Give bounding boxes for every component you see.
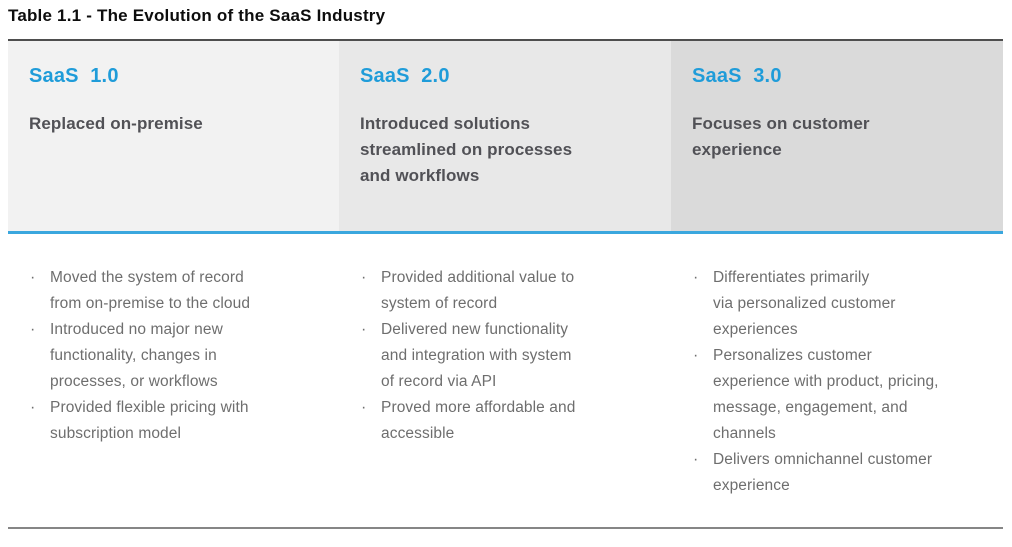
bullet-icon: · bbox=[361, 269, 367, 286]
bullet-list-saas-2-0: · Provided additional value to system of… bbox=[339, 234, 671, 527]
bullet-icon: · bbox=[30, 399, 36, 416]
bullet-text: Delivered new functionality and integrat… bbox=[381, 321, 572, 390]
list-item: · Delivered new functionality and integr… bbox=[361, 317, 665, 395]
header-cell-saas-2-0: SaaS 2.0 Introduced solutions streamline… bbox=[339, 41, 671, 231]
version-label-saas-2-0: SaaS 2.0 bbox=[360, 65, 450, 87]
saas-evolution-table: SaaS 1.0 Replaced on-premise SaaS 2.0 In… bbox=[8, 39, 1003, 529]
list-item: · Provided additional value to system of… bbox=[361, 265, 665, 317]
document-page: Table 1.1 - The Evolution of the SaaS In… bbox=[8, 6, 1003, 529]
column-subtitle-saas-2-0: Introduced solutions streamlined on proc… bbox=[360, 114, 573, 185]
table-header-row: SaaS 1.0 Replaced on-premise SaaS 2.0 In… bbox=[8, 41, 1003, 234]
table-body-row: · Moved the system of record from on-pre… bbox=[8, 234, 1003, 527]
bullet-text: Differentiates primarily via personalize… bbox=[713, 269, 896, 338]
list-item: · Proved more affordable and accessible bbox=[361, 395, 665, 447]
column-subtitle-saas-3-0: Focuses on customer experience bbox=[692, 114, 870, 159]
bullet-text: Provided flexible pricing with subscript… bbox=[50, 399, 249, 442]
bullet-icon: · bbox=[693, 347, 699, 364]
table-caption: Table 1.1 - The Evolution of the SaaS In… bbox=[8, 6, 386, 25]
list-item: · Personalizes customer experience with … bbox=[693, 343, 997, 447]
list-item: · Delivers omnichannel customer experien… bbox=[693, 447, 997, 499]
list-item: · Differentiates primarily via personali… bbox=[693, 265, 997, 343]
bullet-icon: · bbox=[361, 321, 367, 338]
bullet-text: Delivers omnichannel customer experience bbox=[713, 451, 933, 494]
bullet-text: Provided additional value to system of r… bbox=[381, 269, 575, 312]
bullet-icon: · bbox=[361, 399, 367, 416]
column-subtitle-saas-1-0: Replaced on-premise bbox=[29, 114, 203, 133]
list-item: · Moved the system of record from on-pre… bbox=[30, 265, 333, 317]
header-cell-saas-3-0: SaaS 3.0 Focuses on customer experience bbox=[671, 41, 1003, 231]
bullet-text: Personalizes customer experience with pr… bbox=[713, 347, 939, 442]
version-label-saas-3-0: SaaS 3.0 bbox=[692, 65, 782, 87]
bullet-list-saas-3-0: · Differentiates primarily via personali… bbox=[671, 234, 1003, 527]
list-item: · Provided flexible pricing with subscri… bbox=[30, 395, 333, 447]
list-item: · Introduced no major new functionality,… bbox=[30, 317, 333, 395]
header-cell-saas-1-0: SaaS 1.0 Replaced on-premise bbox=[8, 41, 339, 231]
bullet-text: Introduced no major new functionality, c… bbox=[50, 321, 223, 390]
bullet-icon: · bbox=[30, 321, 36, 338]
bullet-icon: · bbox=[30, 269, 36, 286]
bullet-icon: · bbox=[693, 269, 699, 286]
bullet-text: Proved more affordable and accessible bbox=[381, 399, 576, 442]
bullet-text: Moved the system of record from on-premi… bbox=[50, 269, 251, 312]
version-label-saas-1-0: SaaS 1.0 bbox=[29, 65, 119, 87]
bullet-list-saas-1-0: · Moved the system of record from on-pre… bbox=[8, 234, 339, 527]
bullet-icon: · bbox=[693, 451, 699, 468]
